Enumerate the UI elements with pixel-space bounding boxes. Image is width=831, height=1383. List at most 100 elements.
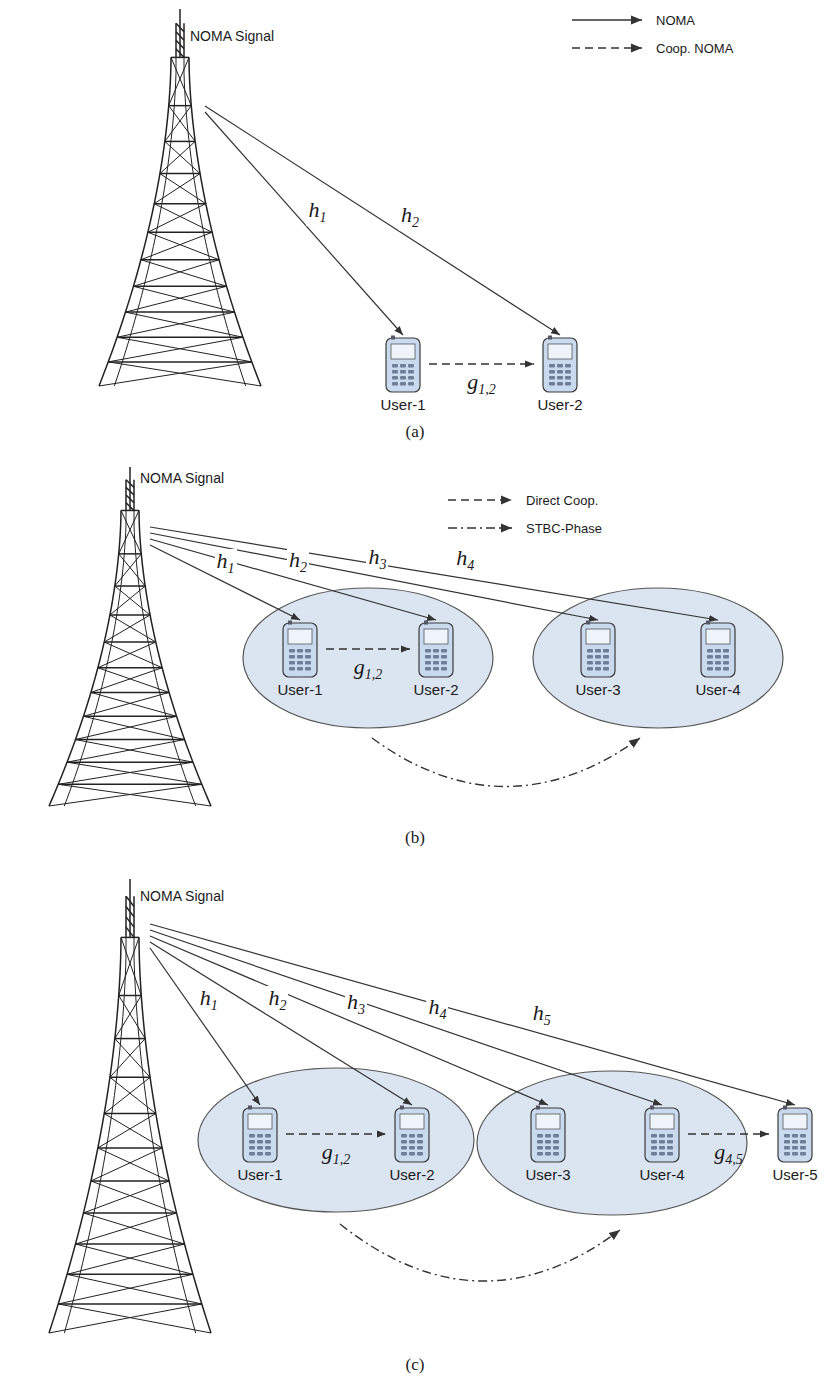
phone-key — [595, 661, 601, 665]
drawing-stroke — [119, 553, 142, 555]
drawing-stroke — [141, 259, 219, 261]
user-node: User-2 — [386, 1105, 438, 1184]
drawing-stroke — [91, 668, 162, 693]
drawing-stroke — [58, 1303, 202, 1305]
phone-key — [537, 1134, 543, 1138]
phone-body — [283, 623, 317, 677]
phone-body — [543, 338, 577, 392]
drawing-stroke — [117, 312, 234, 337]
panel-caption: (b) — [405, 828, 425, 848]
phone-key — [400, 364, 406, 368]
drawing-stroke — [75, 739, 184, 741]
drawing-stroke — [91, 1148, 162, 1181]
phone-key — [408, 382, 414, 386]
phone-key — [265, 1152, 271, 1156]
drawing-stroke — [179, 9, 181, 57]
symbol-index: 1,2 — [365, 667, 383, 682]
phone-antenna — [536, 1106, 540, 1110]
drawing-stroke — [91, 692, 169, 694]
tower-icon — [45, 466, 215, 808]
drawing-stroke — [126, 907, 134, 917]
phone-body — [778, 1108, 812, 1162]
phone-icon — [530, 1105, 566, 1163]
drawing-stroke — [148, 204, 206, 233]
phone-key — [800, 1140, 806, 1144]
phone-key — [603, 655, 609, 659]
phone-key — [289, 655, 295, 659]
drawing-stroke — [67, 1274, 202, 1304]
phone-key — [587, 667, 593, 671]
symbol-letter: h — [533, 1000, 544, 1025]
phone-key — [408, 370, 414, 374]
symbol-letter: h — [217, 548, 228, 573]
user-label: User-2 — [410, 681, 462, 699]
user-label: User-4 — [692, 681, 744, 699]
phone-key — [545, 1146, 551, 1150]
phone-key — [651, 1134, 657, 1138]
channel-link — [150, 930, 662, 1105]
phone-antenna — [391, 336, 395, 340]
legend-sample — [448, 527, 512, 528]
channel-label: h2 — [399, 203, 421, 231]
drawing-stroke — [169, 57, 189, 105]
drawing-stroke — [126, 495, 134, 503]
phone-key — [289, 667, 295, 671]
drawing-stroke — [75, 1243, 184, 1245]
drawing-stroke — [91, 1181, 177, 1213]
channel-link — [150, 942, 412, 1105]
drawing-stroke — [176, 40, 184, 49]
phone-key — [659, 1140, 665, 1144]
drawing-stroke — [115, 1038, 145, 1040]
phone-key — [417, 1146, 423, 1150]
phone-icon — [700, 620, 736, 678]
user-label: User-1 — [377, 396, 429, 414]
group-ellipse — [243, 588, 493, 728]
phone-key — [784, 1134, 790, 1138]
phone-key — [401, 1146, 407, 1150]
phone-key — [587, 655, 593, 659]
phone-key — [400, 376, 406, 380]
phone-key — [595, 655, 601, 659]
tower-lattice — [49, 467, 211, 806]
phone-antenna — [706, 621, 710, 625]
drawing-stroke — [108, 361, 252, 363]
symbol-index: 3 — [358, 1002, 365, 1017]
channel-link — [205, 112, 403, 335]
channel-label: h3 — [345, 990, 367, 1018]
symbol-index: 2 — [300, 561, 307, 576]
drawing-stroke — [119, 995, 142, 997]
phone-key — [297, 655, 303, 659]
channel-label: h1 — [198, 986, 220, 1014]
phone-body — [581, 623, 615, 677]
symbol-letter: h — [456, 545, 467, 570]
phone-screen — [248, 1114, 272, 1129]
phone-icon — [385, 335, 421, 393]
phone-key — [565, 382, 571, 386]
drawing-stroke — [91, 692, 177, 716]
drawing-stroke — [108, 337, 243, 362]
phone-antenna — [424, 621, 428, 625]
phone-key — [603, 649, 609, 653]
drawing-stroke — [104, 1077, 150, 1113]
symbol-index: 2 — [412, 215, 419, 230]
drawing-stroke — [104, 641, 156, 643]
phone-key — [565, 376, 571, 380]
drawing-stroke — [117, 337, 243, 339]
drawing-stroke — [160, 174, 206, 204]
signal-label: NOMA Signal — [140, 888, 224, 905]
phone-icon — [418, 620, 454, 678]
cooperation-link — [688, 1133, 769, 1135]
cooperation-link — [326, 648, 410, 650]
user-label: User-1 — [274, 681, 326, 699]
user-node: User-5 — [769, 1105, 821, 1184]
group-ellipse — [198, 1068, 474, 1212]
drawing-stroke — [125, 286, 226, 312]
phone-key — [257, 1152, 263, 1156]
phone-screen — [288, 629, 312, 644]
phone-icon — [580, 620, 616, 678]
phone-key — [723, 649, 729, 653]
drawing-stroke — [98, 1114, 156, 1148]
phone-icon — [644, 1105, 680, 1163]
stbc-arrow — [372, 738, 640, 787]
user-node: User-2 — [534, 335, 586, 414]
